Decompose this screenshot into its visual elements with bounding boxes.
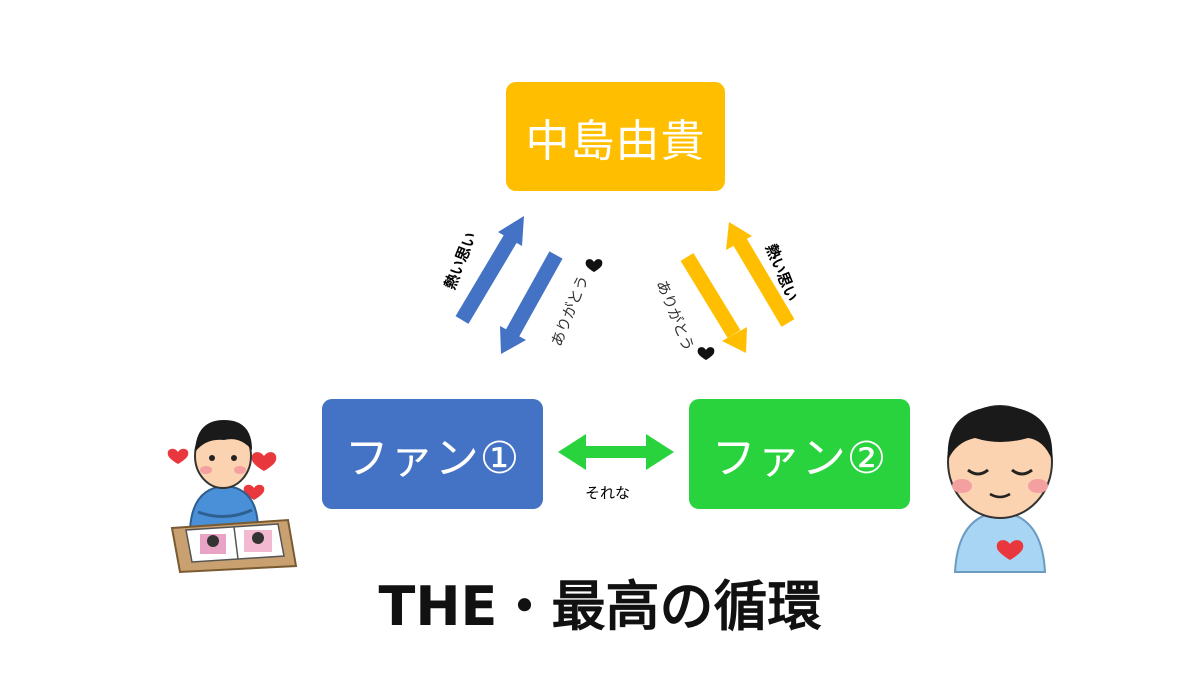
heart-icon: [251, 452, 277, 471]
arrow-fan2-to-top: [726, 222, 795, 327]
node-fan2-label: ファン②: [711, 433, 888, 484]
arrow-top-to-fan1: [500, 251, 563, 354]
arrow-top-to-fan2: [680, 253, 747, 353]
arrow-fan1-fan2: [558, 434, 674, 470]
heart-icon: [996, 540, 1024, 560]
node-fan1-label: ファン①: [344, 433, 521, 484]
heart-icon: [697, 347, 715, 360]
arrow-fan1-to-top: [455, 216, 524, 324]
node-fan2: ファン②: [689, 399, 910, 509]
node-top-label: 中島由貴: [525, 115, 706, 167]
caption: THE・最高の循環: [378, 575, 822, 638]
node-top: 中島由貴: [506, 82, 725, 191]
heart-icon: [167, 448, 189, 464]
arrow-label-fan1-fan2: それな: [585, 484, 631, 502]
node-fan1: ファン①: [322, 399, 543, 509]
heart-icon: [585, 259, 603, 272]
